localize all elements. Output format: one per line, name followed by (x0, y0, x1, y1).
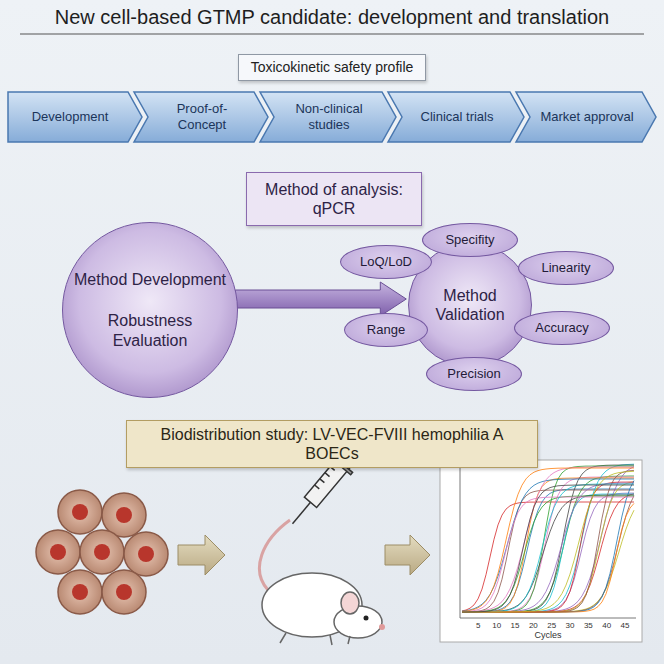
amplification-curve (462, 503, 634, 612)
node-text: Accuracy (535, 320, 588, 336)
node-text: Market approval (540, 109, 633, 125)
amplification-curve (462, 495, 634, 612)
amplification-curve (462, 467, 634, 612)
node-text: Method of analysis: qPCR (255, 180, 413, 218)
cell-cluster (36, 490, 168, 614)
axis-tick: 30 (566, 621, 575, 630)
axis-tick: 35 (584, 621, 593, 630)
amplification-curve (462, 464, 634, 612)
axis-title: Cycles (534, 630, 561, 640)
amplification-curve (462, 489, 634, 612)
node-text: Robustness Evaluation (73, 311, 227, 349)
node-text: Proof-of-Concept (154, 101, 250, 132)
method-box: Method of analysis: qPCR (246, 172, 422, 226)
node-text: Method Validation (419, 286, 521, 324)
flow-arrow (385, 535, 430, 575)
title: New cell-based GTMP candidate: developme… (10, 6, 654, 29)
amplification-curve (462, 465, 634, 612)
axis-tick: 10 (492, 621, 501, 630)
criterion-ellipse: LoQ/LoD (340, 245, 432, 279)
node-text: Development (32, 109, 109, 125)
process-circle: Method DevelopmentRobustness Evaluation (62, 222, 238, 398)
amplification-curve (462, 496, 634, 612)
criterion-ellipse: Linearity (518, 251, 614, 285)
amplification-curve (462, 478, 634, 612)
node-text: Range (367, 322, 405, 338)
amplification-curve (462, 476, 634, 612)
node-text: Non-clinical studies (280, 101, 378, 132)
phase-chevron: Market approval (516, 92, 656, 142)
amplification-curve (462, 482, 634, 612)
phase-header: Toxicokinetic safety profile (238, 54, 426, 81)
axis-tick: 15 (511, 621, 520, 630)
study-box: Biodistribution study: LV-VEC-FVIII hemo… (126, 420, 538, 468)
axis-tick: 25 (547, 621, 556, 630)
criterion-ellipse: Range (344, 313, 428, 347)
phase-chevron: Proof-of-Concept (134, 92, 268, 142)
title-rule (20, 33, 644, 34)
amplification-curve (462, 483, 634, 612)
amplification-curve (462, 482, 634, 612)
amplification-curve (462, 467, 634, 612)
axis-tick: 5 (476, 621, 480, 630)
amplification-curve (462, 485, 634, 612)
phase-chevron: Non-clinical studies (260, 92, 396, 142)
amplification-curve (462, 484, 634, 612)
criterion-ellipse: Precision (426, 357, 522, 391)
node-text: Precision (447, 366, 500, 382)
flow-arrow (178, 535, 225, 575)
criterion-ellipse: Specifity (422, 223, 518, 257)
phase-chevron: Development (8, 92, 142, 142)
axis-tick: 20 (529, 621, 538, 630)
criterion-ellipse: Accuracy (514, 311, 610, 345)
node-text: Biodistribution study: LV-VEC-FVIII hemo… (135, 425, 529, 463)
amplification-curve (462, 496, 634, 612)
node-text: LoQ/LoD (360, 254, 412, 270)
amplification-curve (462, 479, 634, 611)
amplification-curve (462, 466, 634, 612)
flow-arrow (235, 282, 406, 316)
mouse (259, 520, 385, 645)
amplification-curve (462, 471, 634, 612)
amplification-curve (462, 468, 634, 611)
amplification-curve (462, 470, 634, 612)
axis-tick: 45 (621, 621, 630, 630)
phase-chevron: Clinical trials (388, 92, 524, 142)
amplification-curve (462, 477, 634, 612)
amplification-curve (462, 497, 634, 612)
node-text: Toxicokinetic safety profile (251, 59, 414, 76)
amplification-curve (462, 494, 634, 612)
axis-tick: 40 (602, 621, 611, 630)
node-text: Method Development (74, 270, 226, 289)
amplification-curve (462, 493, 634, 612)
amplification-curve (462, 494, 634, 612)
node-text: Linearity (541, 260, 590, 276)
node-text: Clinical trials (421, 109, 494, 125)
amplification-curve (462, 481, 634, 612)
qpcr-chart (440, 460, 642, 642)
node-text: Specifity (445, 232, 494, 248)
